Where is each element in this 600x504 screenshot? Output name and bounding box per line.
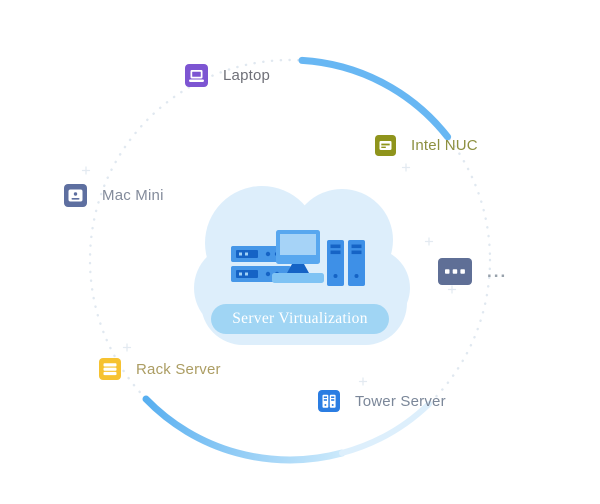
title-pill [211, 304, 389, 334]
ellipsis-icon [438, 258, 472, 285]
node-mac-mini[interactable]: Mac Mini [64, 184, 164, 207]
node-rack-server[interactable]: Rack Server [99, 358, 221, 380]
node-label-rack-server: Rack Server [136, 360, 221, 378]
node-laptop[interactable]: Laptop [185, 64, 270, 87]
node-label-intel-nuc: Intel NUC [411, 137, 478, 154]
node-label-laptop: Laptop [223, 67, 271, 84]
dotted-ring [88, 58, 492, 462]
ring-arc-top [298, 56, 452, 141]
node-intel-nuc[interactable]: Intel NUC [375, 135, 478, 156]
server-cluster-icon [231, 230, 365, 286]
ring-arc-tail [339, 401, 432, 456]
sparkle-icons [81, 163, 457, 386]
mac-mini-icon [64, 184, 87, 207]
node-label-more: ... [487, 261, 508, 281]
node-tower-server[interactable]: Tower Server [318, 390, 446, 412]
node-label-mac-mini: Mac Mini [102, 187, 164, 204]
diagram-title: Server Virtualization [232, 310, 368, 327]
mini-pc-icon [375, 135, 396, 156]
ring-arc-bottom [142, 395, 346, 464]
laptop-icon [185, 64, 208, 87]
node-more[interactable]: ... [438, 258, 507, 285]
node-label-tower-server: Tower Server [355, 392, 446, 410]
tower-server-icon [318, 390, 340, 412]
rack-server-icon [99, 358, 121, 380]
